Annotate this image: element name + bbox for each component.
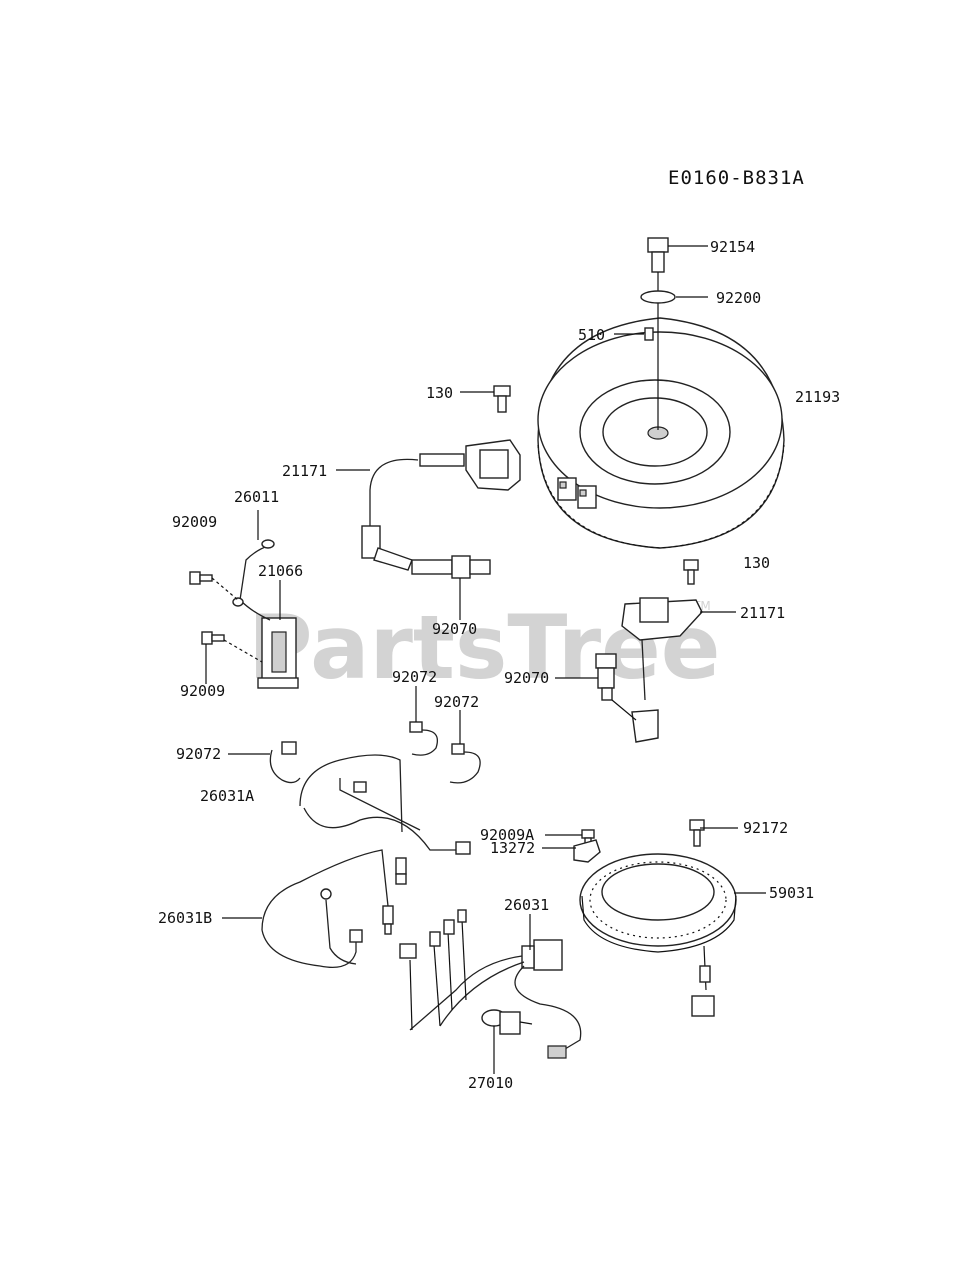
label-21171-upper: 21171: [282, 462, 327, 480]
label-92072-c: 92072: [176, 745, 221, 763]
label-27010: 27010: [468, 1074, 513, 1092]
spark-plug-lower[interactable]: [595, 653, 637, 721]
ignition-coil-upper[interactable]: [361, 439, 521, 559]
label-26011: 26011: [234, 488, 279, 506]
label-92154: 92154: [710, 238, 755, 256]
bracket-13272[interactable]: [573, 839, 601, 863]
label-92070-upper: 92070: [432, 620, 477, 638]
label-26031B: 26031B: [158, 909, 212, 927]
spark-plug-upper[interactable]: [373, 547, 491, 579]
label-92070-lower: 92070: [504, 669, 549, 687]
label-59031: 59031: [769, 884, 814, 902]
label-92009-lower: 92009: [180, 682, 225, 700]
part-labels: 92154 92200 510 130 21193 21171 26011 92…: [158, 238, 840, 1092]
label-21066: 21066: [258, 562, 303, 580]
label-130-upper: 130: [426, 384, 453, 402]
label-92072-b: 92072: [434, 693, 479, 711]
ground-wire-26011[interactable]: [232, 539, 275, 621]
label-510: 510: [578, 326, 605, 344]
label-92009-upper: 92009: [172, 513, 217, 531]
clamp-92072-c[interactable]: [269, 741, 301, 784]
clamp-92072-b[interactable]: [449, 743, 481, 784]
label-92009A: 92009A: [480, 826, 534, 844]
label-130-lower: 130: [743, 554, 770, 572]
harness-26031[interactable]: [399, 909, 582, 1059]
bolt-130-lower[interactable]: [683, 559, 699, 585]
label-92200: 92200: [716, 289, 761, 307]
label-26031A: 26031A: [200, 787, 254, 805]
clamp-92072-a[interactable]: [409, 721, 439, 756]
label-21193: 21193: [795, 388, 840, 406]
washer-92200[interactable]: [640, 290, 676, 304]
stator-59031[interactable]: [579, 853, 737, 1017]
leader-lines: [205, 245, 766, 1074]
screw-92172[interactable]: [689, 819, 705, 847]
harness-26031B[interactable]: [261, 849, 394, 969]
flywheel-part[interactable]: [537, 317, 785, 549]
label-13272: 13272: [490, 839, 535, 857]
regulator-21066[interactable]: [257, 617, 299, 689]
label-26031: 26031: [504, 896, 549, 914]
key-510[interactable]: [644, 327, 654, 341]
switch-27010[interactable]: [481, 1009, 533, 1035]
bolt-130-upper[interactable]: [493, 385, 511, 413]
label-21171-lower: 21171: [740, 604, 785, 622]
label-92072-a: 92072: [392, 668, 437, 686]
label-92172: 92172: [743, 819, 788, 837]
ignition-coil-lower[interactable]: [621, 597, 703, 743]
harness-26031A[interactable]: [299, 754, 471, 885]
screw-92009-lower[interactable]: [201, 631, 263, 663]
diagram-code: E0160-B831A: [668, 167, 805, 189]
screw-92009-upper[interactable]: [189, 571, 239, 601]
